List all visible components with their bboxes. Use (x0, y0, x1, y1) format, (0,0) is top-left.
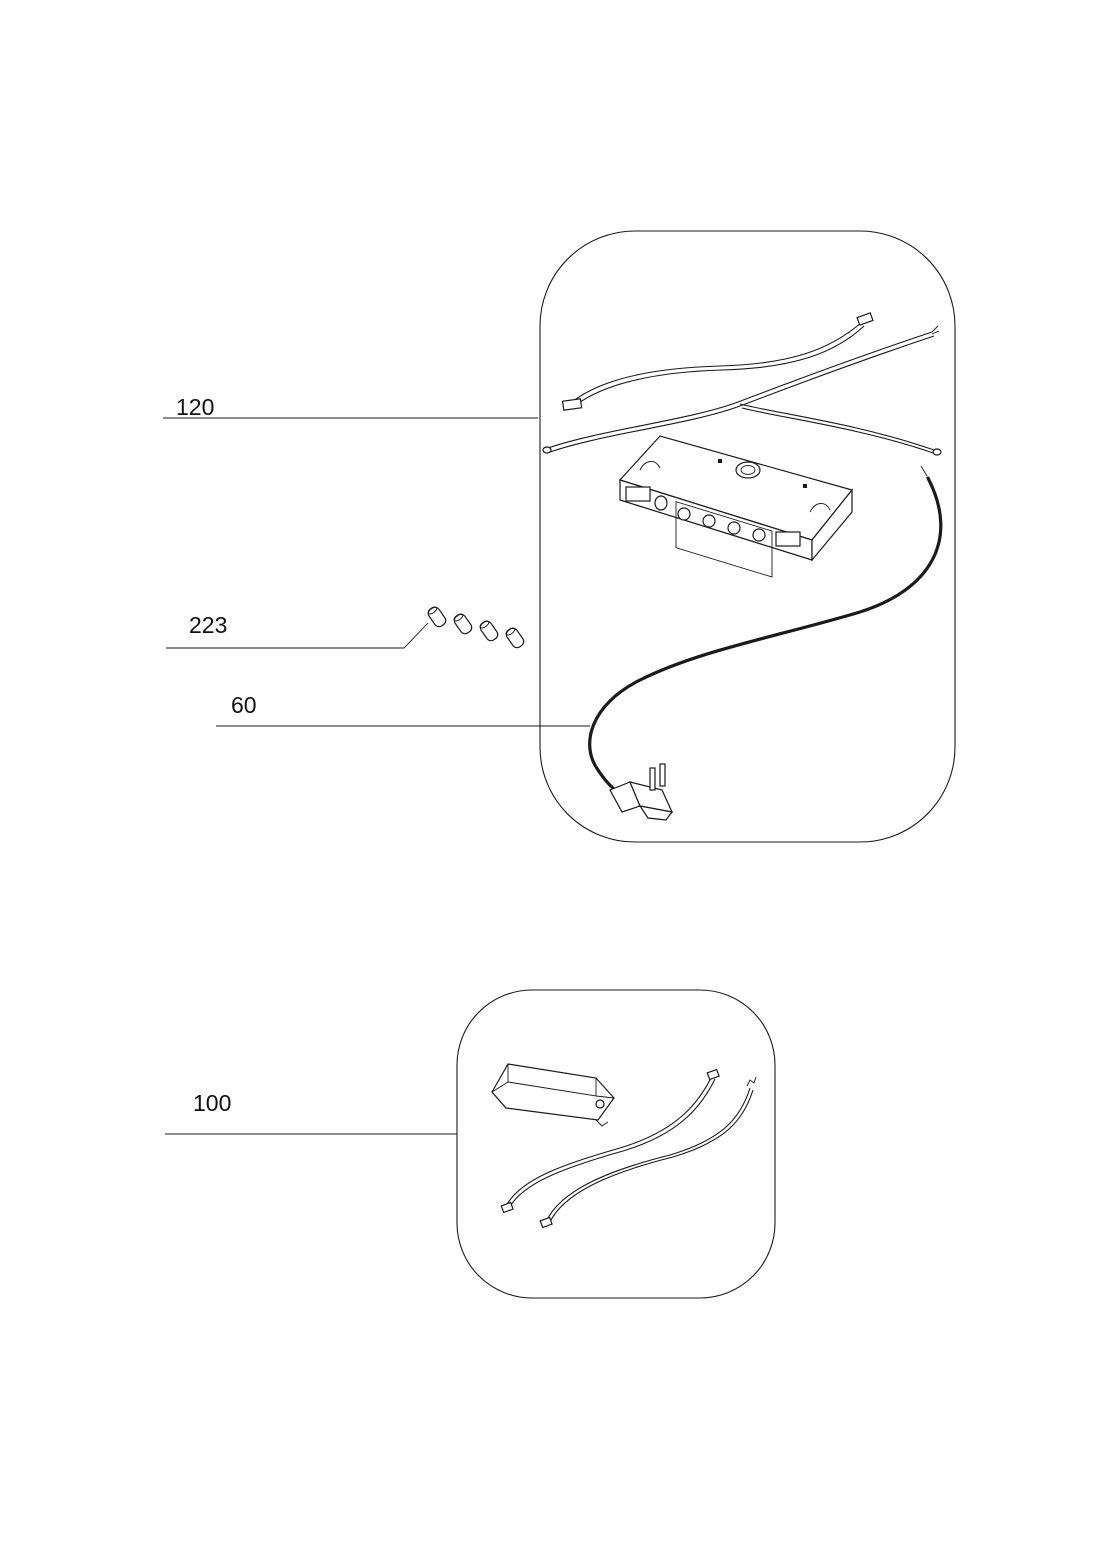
control-box (618, 435, 854, 578)
callout-label-60: 60 (231, 692, 257, 718)
lower-parts-frame (456, 989, 776, 1299)
transformer-100 (491, 1063, 757, 1229)
power-cord-60 (588, 465, 943, 821)
upper-parts-frame (539, 230, 956, 843)
callout-label-100: 100 (193, 1090, 232, 1116)
leader-line-223 (166, 622, 429, 649)
callout-label-223: 223 (189, 612, 228, 638)
wire-harness-120 (542, 312, 942, 456)
callout-label-120: 120 (176, 394, 215, 420)
caps-223 (427, 606, 525, 649)
